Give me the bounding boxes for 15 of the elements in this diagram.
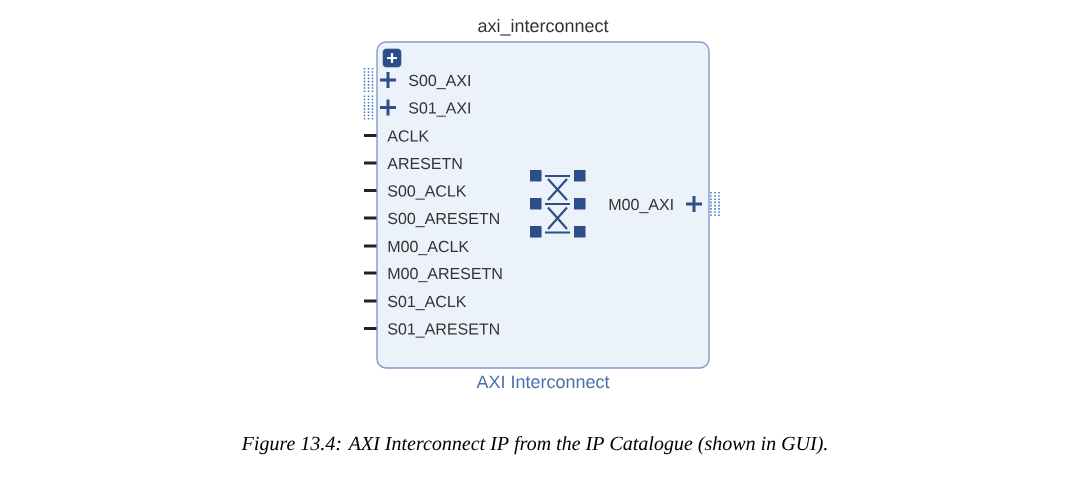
pin-label: M00_ARESETN (388, 267, 502, 283)
pin-label: ARESETN (387, 157, 462, 170)
ip-block (376, 41, 710, 369)
figure-caption: Figure 13.4: AXI Interconnect IP from the IP Catalogue (shown in GUI). (241, 435, 827, 455)
pin-label: S01_AXI (409, 102, 470, 117)
pin-label: M00_ACLK (388, 240, 469, 256)
pin-label: S00_ACLK (388, 185, 467, 200)
pin-label: S01_ARESETN (388, 323, 499, 338)
pin-label: S00_AXI (409, 74, 470, 90)
pin-label: S01_ACLK (388, 295, 467, 311)
block-subtitle: AXI Interconnect (476, 375, 610, 389)
block-title: axi_interconnect (478, 18, 609, 36)
pin-label: S00_ARESETN (388, 212, 499, 228)
pin-label: ACLK (387, 130, 429, 142)
pin-label: M00_AXI (609, 198, 673, 214)
